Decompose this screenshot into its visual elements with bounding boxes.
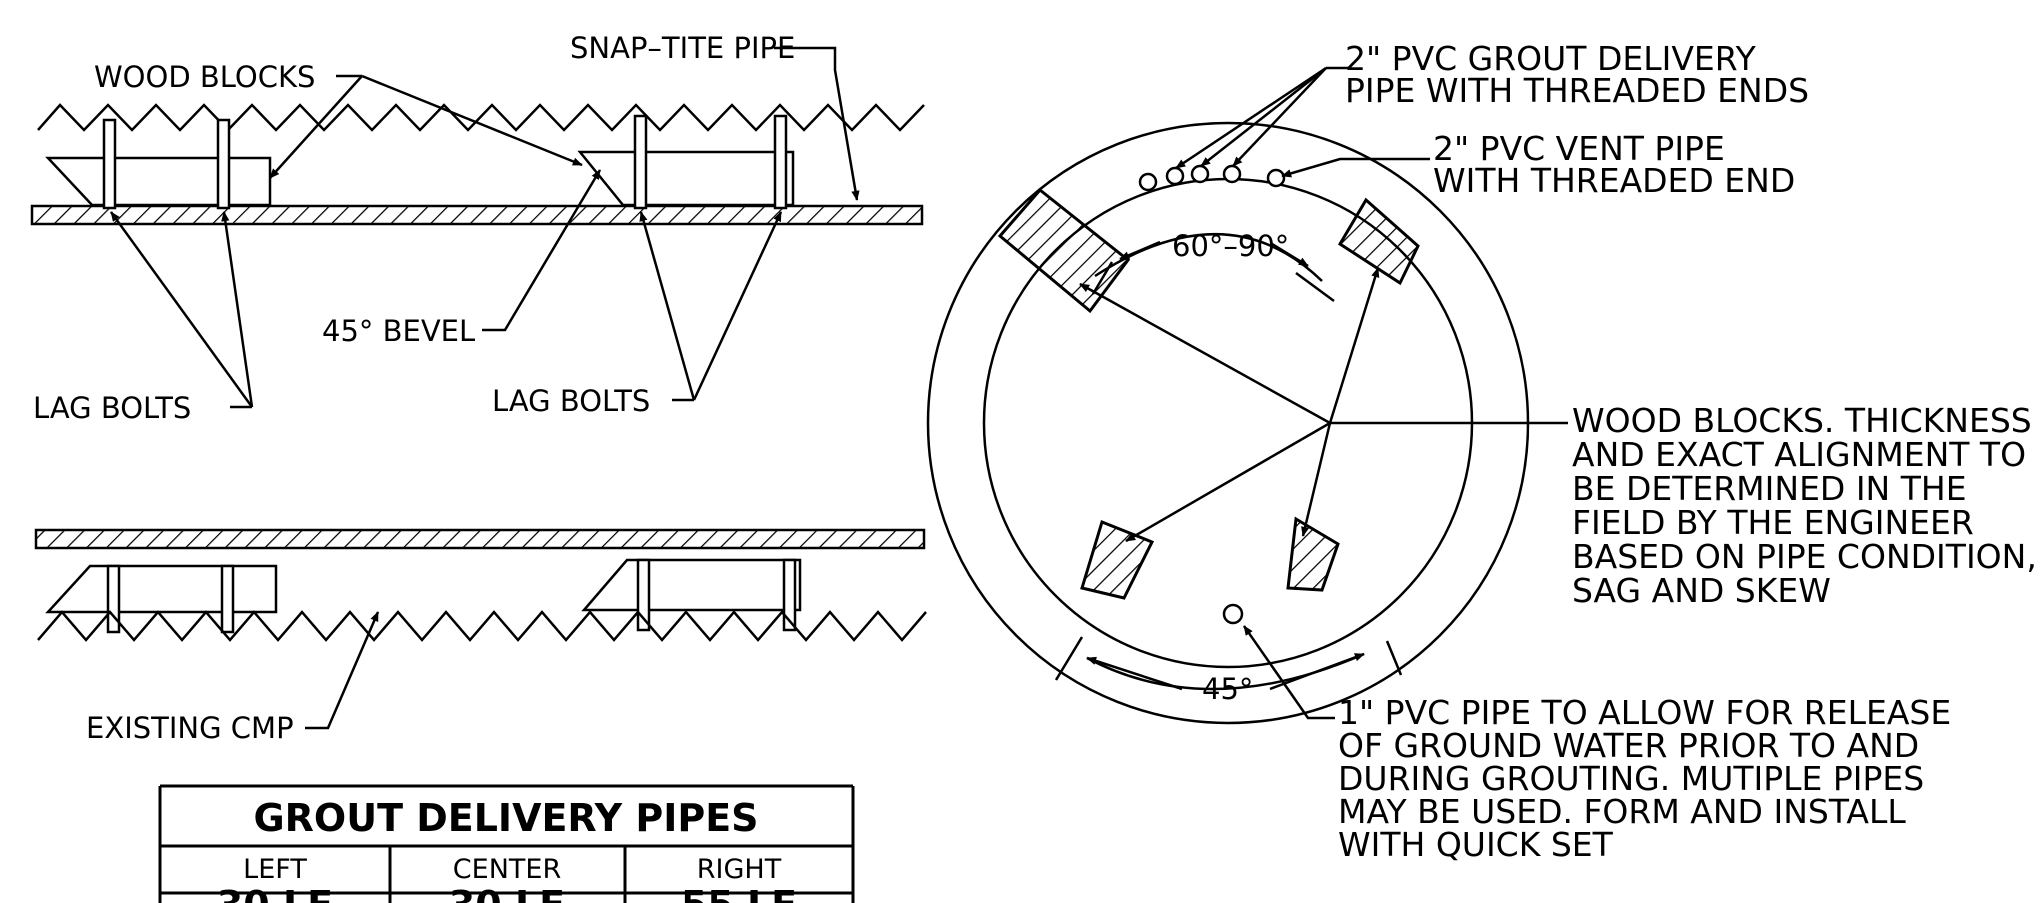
existing-cmp-bottom-corrugation (37, 610, 927, 642)
lag-bolt (782, 558, 797, 632)
lag-bolt (102, 118, 117, 210)
wood-block-upper-left (997, 187, 1131, 314)
drain-pipe-circle (1222, 603, 1244, 625)
wood-note-label: SAG AND SKEW (1572, 571, 1831, 610)
lag-bolt (636, 558, 651, 632)
grout-pipe-circle (1138, 172, 1158, 192)
drain-note-label: 1" PVC PIPE TO ALLOW FOR RELEASE (1338, 693, 1951, 732)
wood-note-label: WOOD BLOCKS. THICKNESS (1572, 401, 2032, 440)
wood-block-bottom-right (581, 558, 802, 612)
grout-pipe-label: 2" PVC GROUT DELIVERY (1345, 39, 1757, 78)
table-cell: 55 LF (681, 883, 797, 903)
longitudinal-section-bottom (34, 528, 927, 730)
wood-note-label: FIELD BY THE ENGINEER (1572, 503, 1974, 542)
grout-pipe-circle (1165, 166, 1185, 186)
lag-bolt (106, 564, 121, 634)
lag-bolt (633, 114, 648, 210)
vent-pipe-label: WITH THREADED END (1433, 161, 1795, 200)
drain-note-label: OF GROUND WATER PRIOR TO AND (1338, 726, 1919, 765)
lag-bolt (220, 564, 235, 634)
table-cell: 30 LF (449, 883, 565, 903)
existing-cmp-top-corrugation (37, 103, 925, 132)
bevel-label: 45° BEVEL (322, 314, 475, 348)
snap-tite-pipe-label: SNAP–TITE PIPE (570, 31, 795, 65)
snap-tite-pipe-wall-top (30, 204, 924, 226)
drain-note-label: MAY BE USED. FORM AND INSTALL (1338, 792, 1906, 831)
grout-delivery-pipes-table (158, 784, 855, 903)
lag-bolts-left-label: LAG BOLTS (33, 391, 191, 425)
wood-block-lower-right (1286, 516, 1340, 592)
existing-cmp-label: EXISTING CMP (86, 711, 294, 745)
vent-pipe-label: 2" PVC VENT PIPE (1433, 129, 1725, 168)
wood-block-top-left (45, 156, 272, 207)
table-column-header: CENTER (453, 854, 561, 885)
lag-bolts-right-label: LAG BOLTS (492, 384, 650, 418)
table-column-header: RIGHT (697, 854, 782, 885)
vent-pipe-circle (1266, 168, 1286, 188)
wood-blocks-leader (269, 75, 363, 179)
top-angle-label: 60°–90° (1172, 229, 1289, 263)
grout-pipe-circle (1222, 164, 1242, 184)
wood-blocks-label: WOOD BLOCKS (94, 60, 315, 94)
grout-pipe-circle (1190, 164, 1210, 184)
snap-tite-pipe-wall-bottom (34, 528, 926, 550)
lag-bolt (773, 114, 788, 210)
lag-bolt (216, 118, 231, 210)
wood-note-label: BASED ON PIPE CONDITION, (1572, 537, 2037, 576)
bottom-angle-label: 45° (1202, 672, 1253, 706)
lag-bolts-left-leader (221, 211, 254, 408)
wood-note-label: AND EXACT ALIGNMENT TO (1572, 435, 2026, 474)
lag-bolts-left-leader (109, 211, 254, 408)
grout-pipe-label: PIPE WITH THREADED ENDS (1345, 71, 1809, 110)
wood-block-bottom-left (45, 564, 278, 614)
drain-note-label: DURING GROUTING. MUTIPLE PIPES (1338, 759, 1924, 798)
bevel-leader (482, 169, 602, 332)
table-column-header: LEFT (243, 854, 307, 885)
longitudinal-section-top (30, 46, 925, 409)
wood-block-upper-right (1337, 197, 1420, 286)
wood-note-label: BE DETERMINED IN THE (1572, 469, 1967, 508)
cross-section (926, 66, 1568, 725)
lag-bolts-right-leader (692, 211, 783, 401)
wood-blocks-leader (361, 74, 583, 167)
table-title: GROUT DELIVERY PIPES (253, 796, 758, 840)
wood-block-top-right (577, 150, 795, 207)
existing-cmp-leader (305, 611, 380, 730)
drain-note-label: WITH QUICK SET (1338, 825, 1614, 864)
lag-bolts-right-leader (639, 211, 696, 401)
table-cell: 30 LF (217, 883, 333, 903)
snap-tite-leader (774, 46, 860, 201)
